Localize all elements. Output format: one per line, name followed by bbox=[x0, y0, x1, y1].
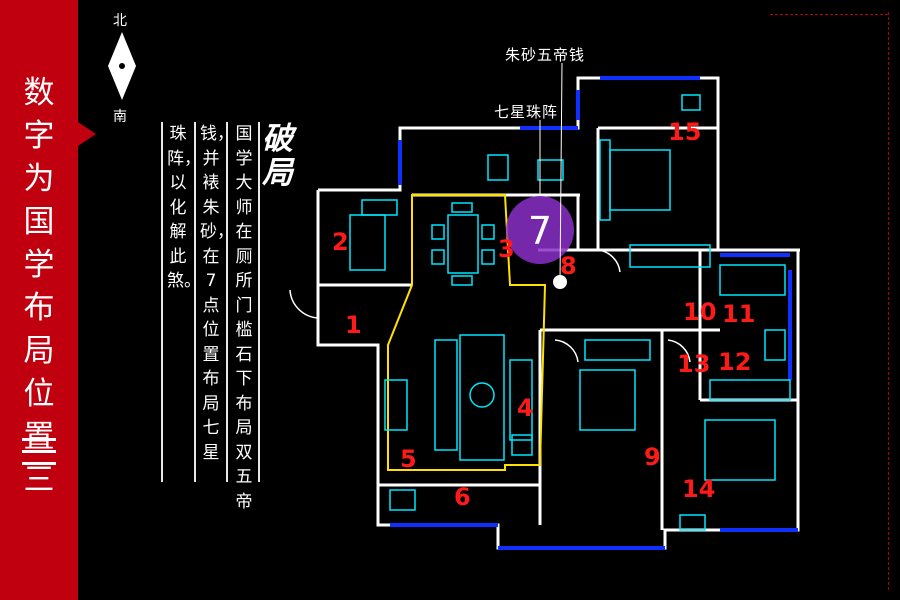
sidebar-decoration-lines bbox=[22, 438, 56, 474]
room-number-7: 7 bbox=[528, 209, 552, 253]
text-column-1b: 所门槛石下布局双五帝 bbox=[235, 271, 253, 512]
central-zone bbox=[387, 194, 547, 471]
callout-seven-star-pearls: 七星珠阵 bbox=[494, 103, 559, 121]
room-number-3: 3 bbox=[498, 235, 515, 263]
room-number-14: 14 bbox=[682, 475, 715, 503]
divider-line bbox=[258, 122, 260, 482]
room-number-9: 9 bbox=[644, 443, 661, 471]
room-number-10: 10 bbox=[683, 298, 716, 326]
compass-south-label: 南 bbox=[113, 109, 127, 125]
windows bbox=[390, 76, 798, 550]
doors bbox=[289, 249, 691, 363]
room-number-1: 1 bbox=[345, 311, 362, 339]
sidebar-title: 数字为国学布局位置三 bbox=[23, 75, 55, 498]
callout-cinnabar-coins: 朱砂五帝钱 bbox=[505, 46, 586, 64]
room-number-8: 8 bbox=[560, 252, 577, 280]
room-number-15: 15 bbox=[668, 118, 701, 146]
highlight-circle-7 bbox=[506, 196, 574, 264]
marker-dot bbox=[553, 275, 567, 289]
divider-line bbox=[226, 122, 228, 482]
sidebar-banner: 数字为国学布局位置三 bbox=[0, 0, 78, 600]
room-numbers: 1 2 3 4 5 6 8 9 10 11 12 13 14 15 bbox=[332, 118, 755, 511]
room-number-2: 2 bbox=[332, 228, 349, 256]
text-column-1: 国学大师在厕 bbox=[235, 124, 253, 267]
frame-dashed-border-top bbox=[770, 14, 888, 15]
room-number-6: 6 bbox=[454, 483, 471, 511]
room-number-5: 5 bbox=[400, 445, 417, 473]
room-number-12: 12 bbox=[718, 348, 751, 376]
room-number-4: 4 bbox=[517, 394, 534, 422]
compass-north-label: 北 bbox=[113, 13, 127, 29]
sidebar-arrow bbox=[78, 122, 96, 146]
divider-line bbox=[194, 122, 196, 482]
room-number-13: 13 bbox=[677, 350, 710, 378]
room-number-11: 11 bbox=[722, 300, 755, 328]
compass-icon bbox=[108, 32, 136, 100]
callout-line-coins bbox=[559, 62, 563, 283]
heading-poju: 破局 bbox=[262, 121, 293, 191]
divider-line bbox=[161, 122, 163, 482]
furniture bbox=[349, 94, 791, 531]
frame-dashed-border bbox=[888, 12, 889, 590]
